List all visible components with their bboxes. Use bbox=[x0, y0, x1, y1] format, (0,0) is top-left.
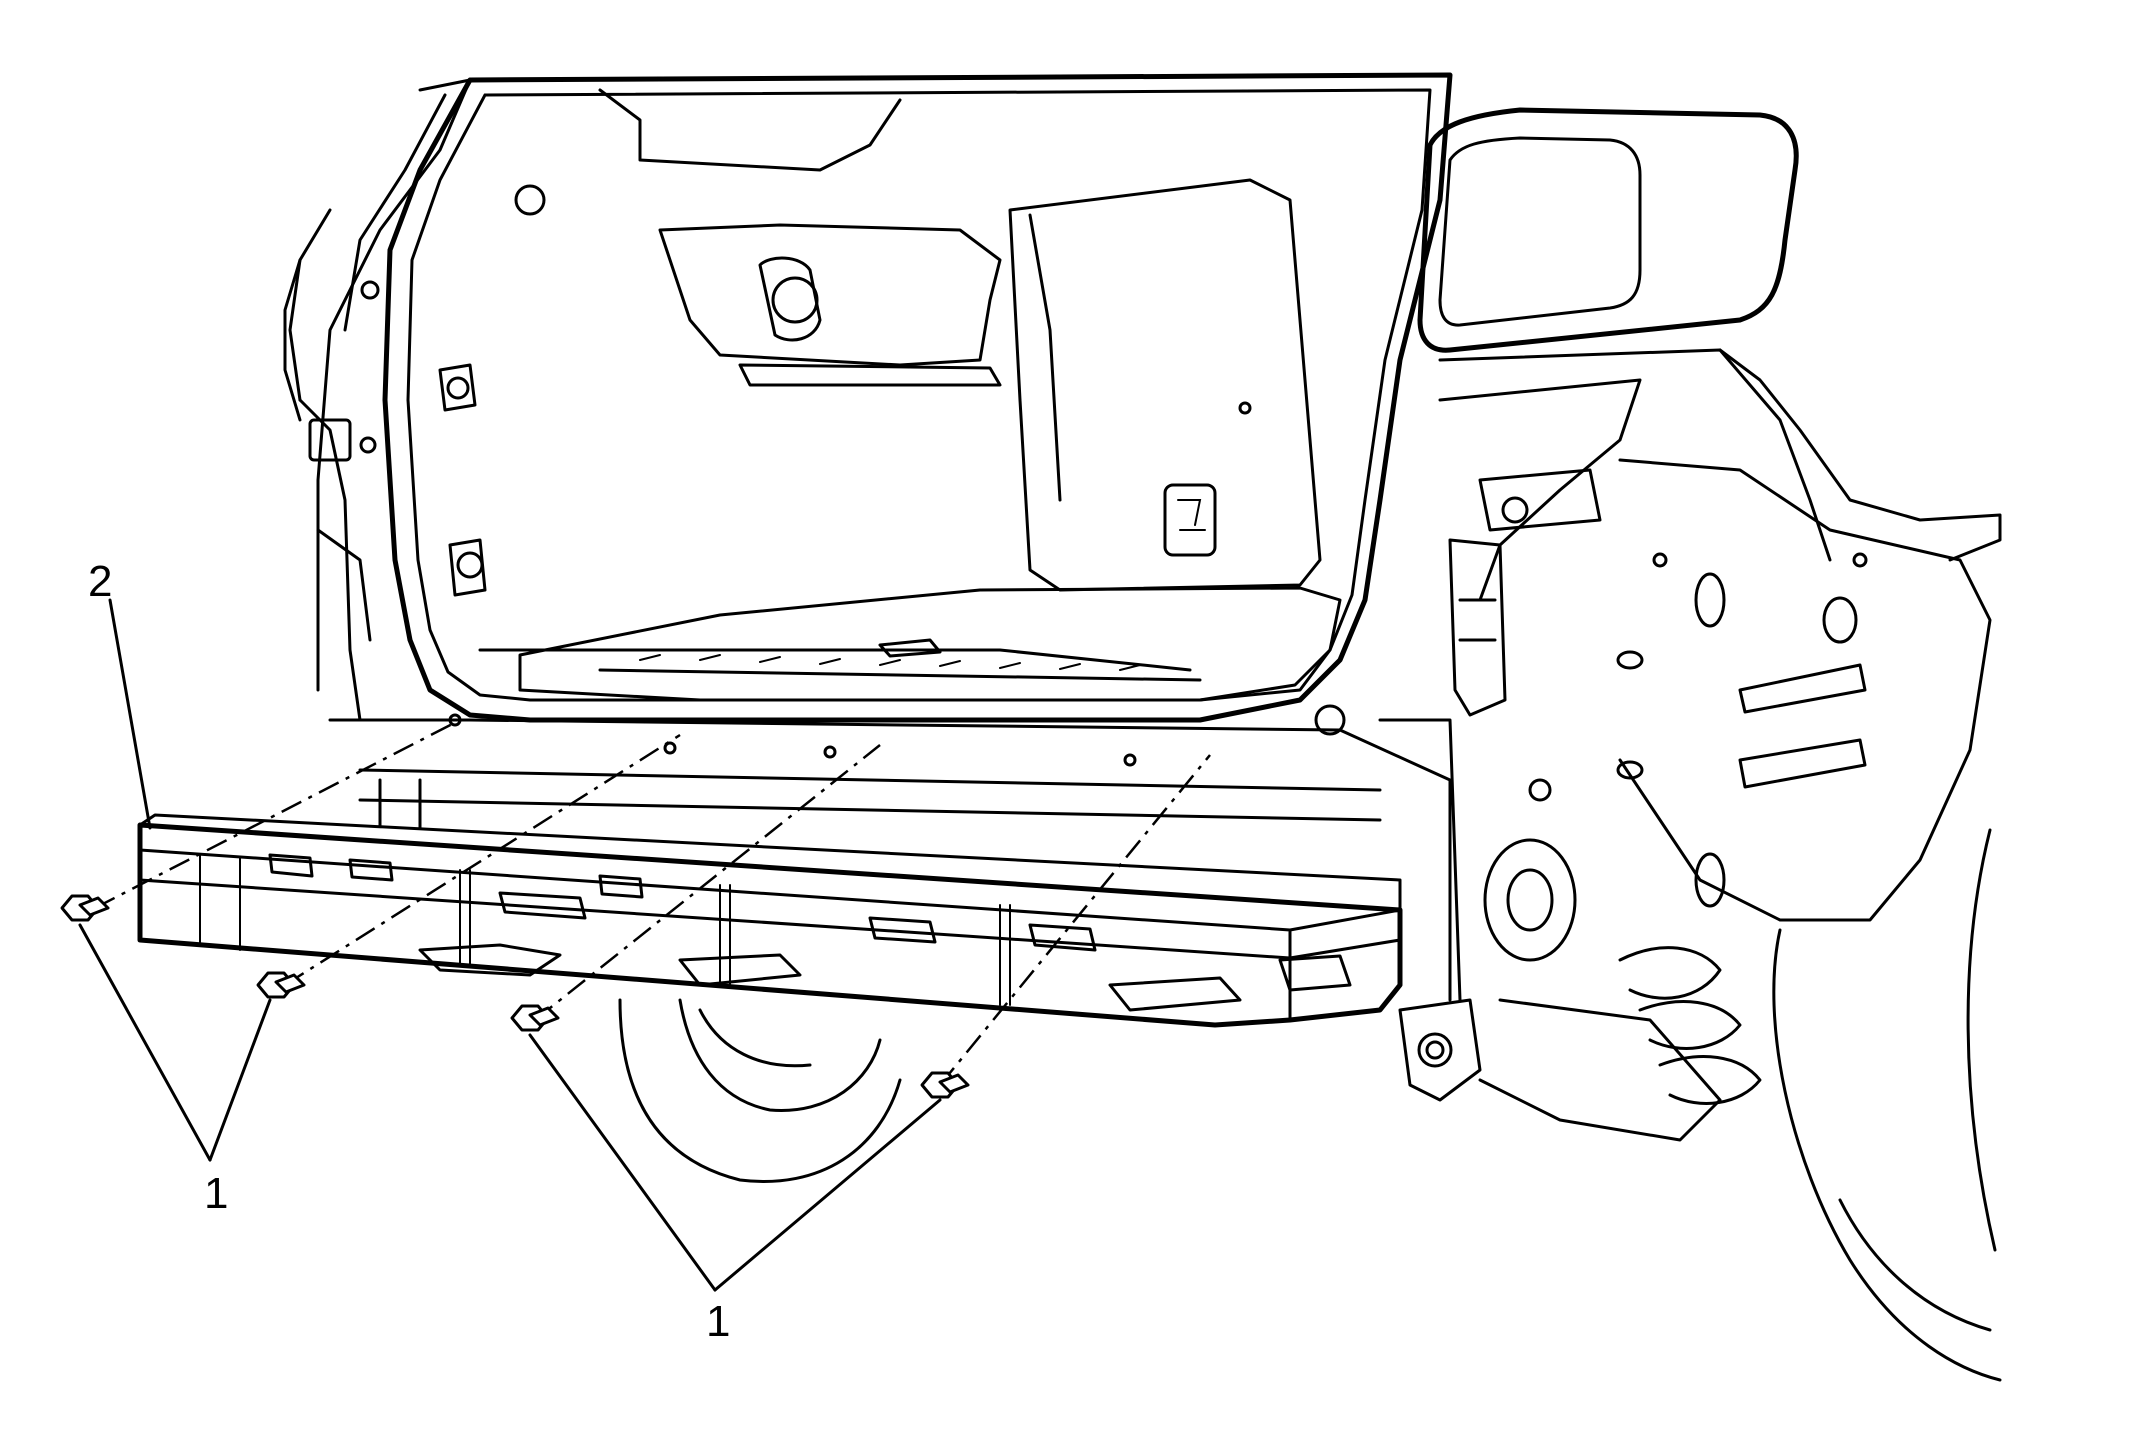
bolt-icon bbox=[510, 1004, 560, 1032]
callout-leader-lines bbox=[78, 598, 942, 1292]
bolt-icon bbox=[256, 971, 306, 999]
liftgate-opening bbox=[382, 72, 1453, 723]
reinforcement-callout: 2 bbox=[88, 557, 113, 606]
left-rear-wheel bbox=[618, 998, 902, 1183]
right-quarter-window bbox=[1417, 107, 1799, 353]
bumper-reinforcement bbox=[137, 813, 1403, 1028]
bolt-callout-right: 1 bbox=[706, 1297, 731, 1346]
right-quarter-panel bbox=[1314, 348, 2002, 1382]
bolt-icon bbox=[60, 894, 110, 922]
bolt-icon bbox=[920, 1071, 970, 1099]
bolt-alignment-lines bbox=[94, 718, 1211, 1086]
bolt-callout-left: 1 bbox=[204, 1169, 229, 1218]
cargo-interior-trim bbox=[438, 88, 1342, 702]
